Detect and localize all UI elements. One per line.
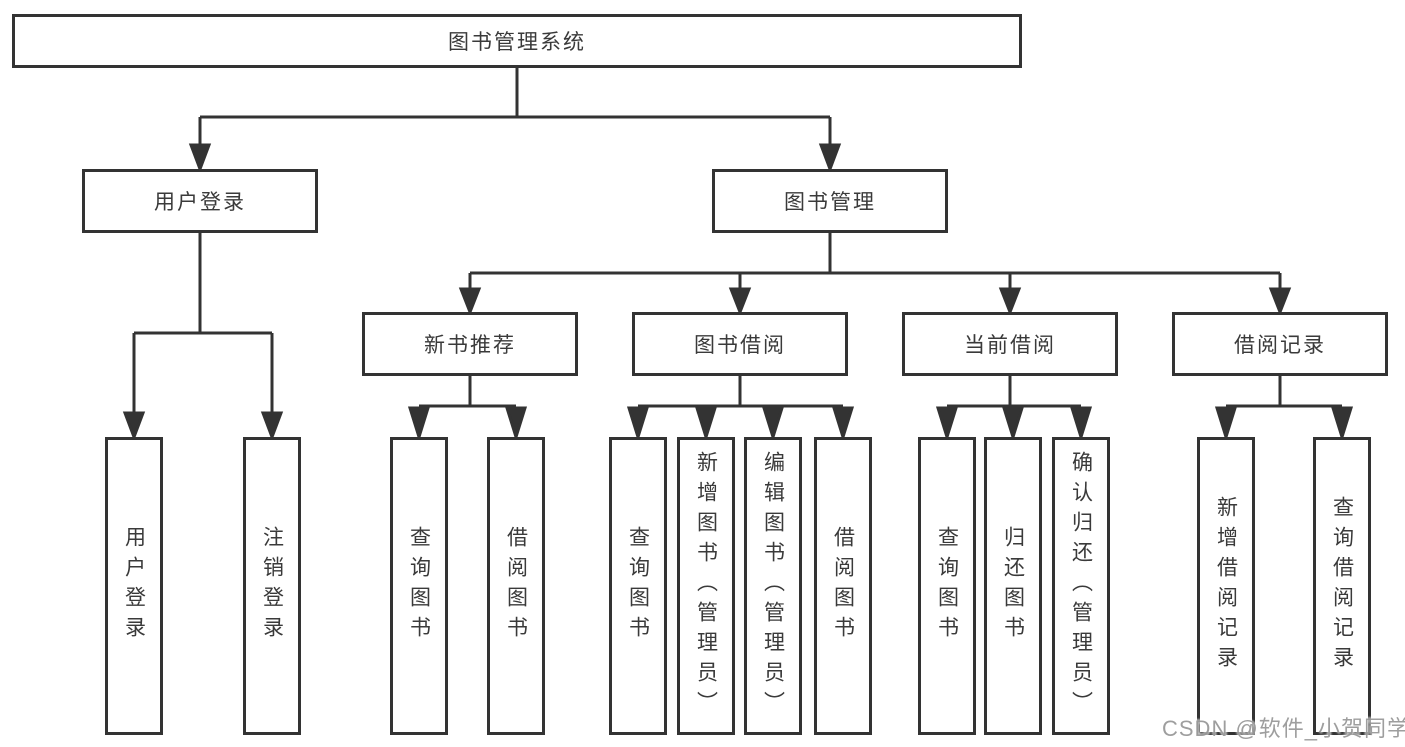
arrow-down-icon <box>626 406 650 443</box>
leaf-user-login: 用户登录 <box>105 437 163 735</box>
arrow-down-icon <box>188 143 212 174</box>
arrow-down-icon <box>1001 406 1025 443</box>
leaf-label: 新增借阅记录 <box>1214 496 1238 676</box>
node-label: 图书借阅 <box>694 334 786 357</box>
connector-bookmgmt-to-level3 <box>458 231 1292 317</box>
leaf-label: 注销登录 <box>260 526 284 646</box>
leaf-label: 归还图书 <box>1001 526 1025 646</box>
node-label: 当前借阅 <box>964 334 1056 357</box>
arrow-down-icon <box>694 406 718 443</box>
leaf-label: 新增图书（管理员） <box>694 451 718 721</box>
node-label: 借阅记录 <box>1234 334 1326 357</box>
leaf-search-books-borrowing: 查询图书 <box>609 437 667 735</box>
leaf-search-borrow-record: 查询借阅记录 <box>1313 437 1371 735</box>
leaf-label: 确认归还（管理员） <box>1069 451 1093 721</box>
csdn-watermark: CSDN @软件_小贺同学 <box>1162 716 1405 741</box>
arrow-down-icon <box>504 406 528 443</box>
node-book-management-branch: 图书管理 <box>712 169 948 233</box>
connector-current-to-leaves <box>935 374 1093 443</box>
arrow-down-icon <box>1268 287 1292 317</box>
arrow-down-icon <box>1214 406 1238 443</box>
leaf-logout: 注销登录 <box>243 437 301 735</box>
node-root-library-system: 图书管理系统 <box>12 14 1022 68</box>
arrow-down-icon <box>260 411 284 442</box>
leaf-label: 借阅图书 <box>831 526 855 646</box>
node-new-book-recommend: 新书推荐 <box>362 312 578 376</box>
arrow-down-icon <box>818 143 842 174</box>
node-label: 新书推荐 <box>424 334 516 357</box>
node-user-login-branch: 用户登录 <box>82 169 318 233</box>
leaf-label: 查询图书 <box>935 526 959 646</box>
node-borrowing-records: 借阅记录 <box>1172 312 1388 376</box>
connector-borrowing-to-leaves <box>626 374 855 443</box>
arrow-down-icon <box>935 406 959 443</box>
leaf-borrow-books-recommend: 借阅图书 <box>487 437 545 735</box>
arrow-down-icon <box>831 406 855 443</box>
leaf-label: 查询图书 <box>407 526 431 646</box>
leaf-label: 查询图书 <box>626 526 650 646</box>
leaf-add-borrow-record: 新增借阅记录 <box>1197 437 1255 735</box>
leaf-return-books: 归还图书 <box>984 437 1042 735</box>
node-current-borrowing: 当前借阅 <box>902 312 1118 376</box>
leaf-search-books-recommend: 查询图书 <box>390 437 448 735</box>
connector-root-to-level2 <box>188 66 842 174</box>
connector-records-to-leaves <box>1214 374 1354 443</box>
leaf-borrow-books: 借阅图书 <box>814 437 872 735</box>
node-label: 图书管理 <box>784 191 876 214</box>
connector-userlogin-to-leaves <box>122 231 284 442</box>
arrow-down-icon <box>1330 406 1354 443</box>
arrow-down-icon <box>407 406 431 443</box>
arrow-down-icon <box>1069 406 1093 443</box>
arrow-down-icon <box>761 406 785 443</box>
leaf-edit-books-admin: 编辑图书（管理员） <box>744 437 802 735</box>
arrow-down-icon <box>728 287 752 317</box>
connector-newbooks-to-leaves <box>407 374 528 443</box>
arrow-down-icon <box>122 411 146 442</box>
arrow-down-icon <box>998 287 1022 317</box>
node-label: 用户登录 <box>154 191 246 214</box>
node-book-borrowing: 图书借阅 <box>632 312 848 376</box>
leaf-label: 编辑图书（管理员） <box>761 451 785 721</box>
leaf-label: 借阅图书 <box>504 526 528 646</box>
leaf-add-books-admin: 新增图书（管理员） <box>677 437 735 735</box>
arrow-down-icon <box>458 287 482 317</box>
node-label: 图书管理系统 <box>448 31 586 54</box>
leaf-label: 查询借阅记录 <box>1330 496 1354 676</box>
leaf-search-books-current: 查询图书 <box>918 437 976 735</box>
leaf-label: 用户登录 <box>122 526 146 646</box>
leaf-confirm-return-admin: 确认归还（管理员） <box>1052 437 1110 735</box>
